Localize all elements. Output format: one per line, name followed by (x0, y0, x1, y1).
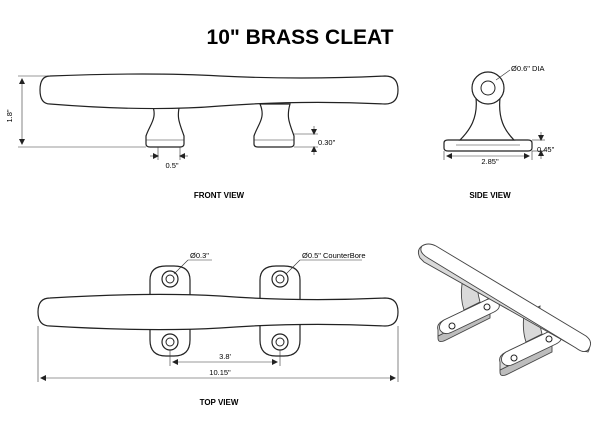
dim-base-width: 0.5" (165, 161, 178, 170)
drawing-title: 10" BRASS CLEAT (207, 26, 394, 49)
dim-counterbore: Ø0.5" CounterBore (302, 251, 366, 260)
dim-side-base: 0.45" (537, 145, 555, 154)
side-stem (458, 97, 516, 141)
side-view-label: SIDE VIEW (469, 191, 511, 200)
side-base (443, 139, 533, 152)
top-bar (37, 293, 399, 331)
side-bar-hole (480, 80, 496, 96)
front-right-foot (253, 103, 295, 148)
hole-bl (165, 337, 175, 347)
dim-side-dia: Ø0.6" DIA (511, 64, 545, 73)
side-view: Ø0.6" DIA 2.85" 0.45" SIDE VIEW (443, 64, 555, 200)
dim-height: 1.8" (5, 109, 14, 122)
dim-overall-length: 10.15" (209, 368, 231, 377)
dim-side-width: 2.85" (481, 157, 499, 166)
iso-bar (420, 243, 591, 353)
front-view: 1.8" 0.5" 0.30" FRONT VIEW (5, 73, 399, 200)
isometric-view (417, 243, 591, 377)
top-view: Ø0.3" Ø0.5" CounterBore 3.8' 10.15" TOP … (37, 251, 399, 407)
front-view-label: FRONT VIEW (194, 191, 245, 200)
dim-hole-spacing: 3.8' (219, 352, 231, 361)
dim-hole-dia: Ø0.3" (190, 251, 209, 260)
hole-tr (275, 274, 285, 284)
hole-tl (165, 274, 175, 284)
front-bar (39, 73, 399, 110)
front-left-foot (145, 103, 185, 148)
hole-br (275, 337, 285, 347)
dim-base-height: 0.30" (318, 138, 336, 147)
top-view-label: TOP VIEW (200, 398, 239, 407)
